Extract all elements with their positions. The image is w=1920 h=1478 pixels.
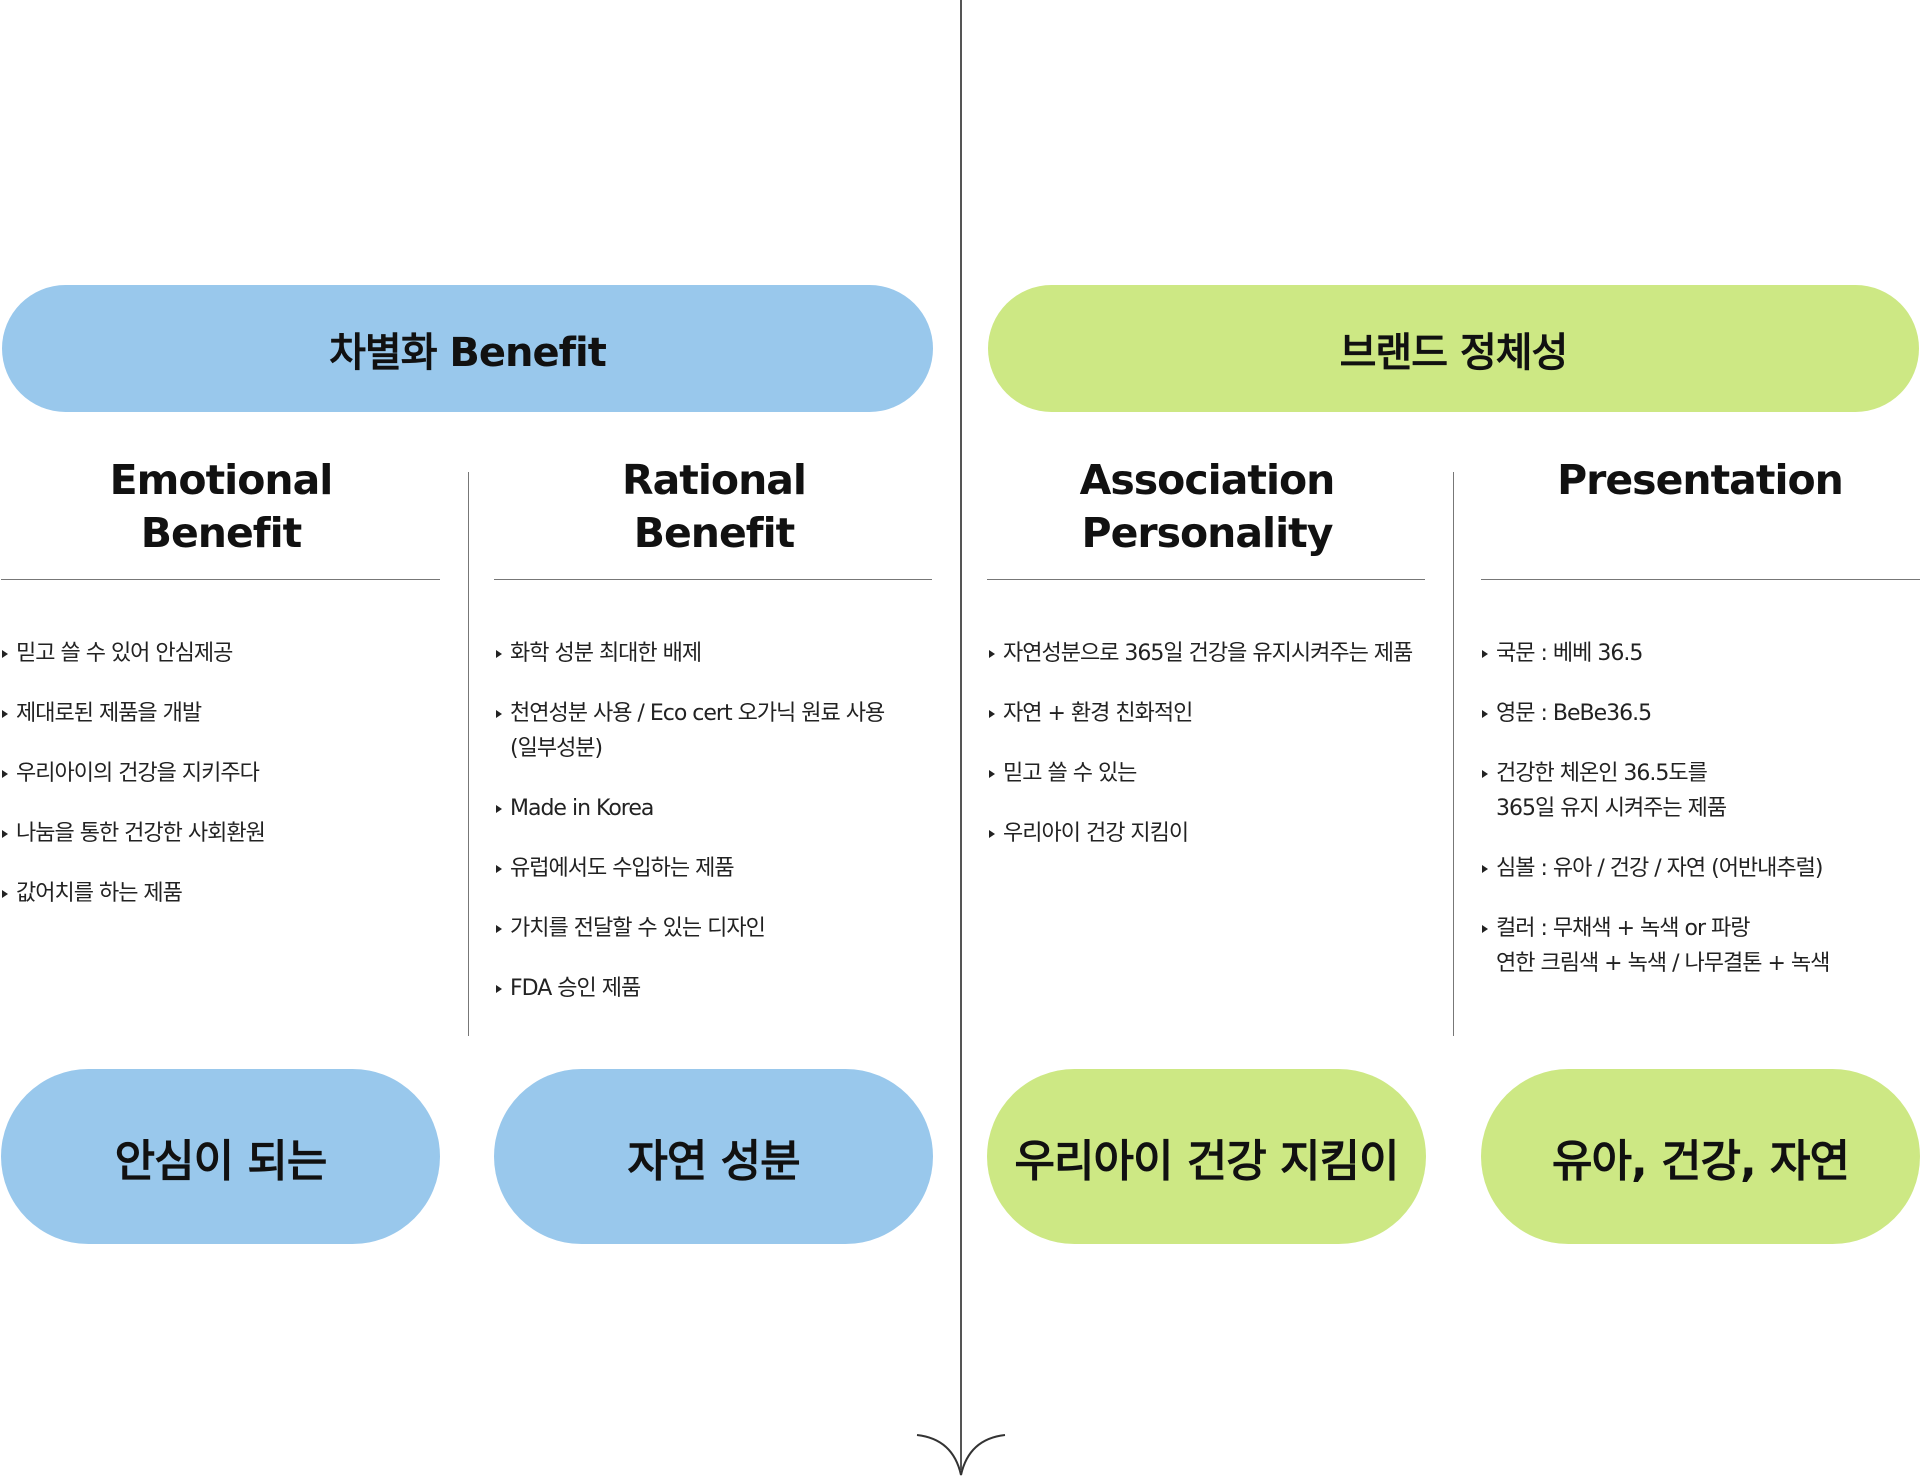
list-item: 심볼 : 유아 / 건강 / 자연 (어반내추럴) [1480, 851, 1910, 886]
list-item: 천연성분 사용 / Eco cert 오가닉 원료 사용 (일부성분) [494, 696, 934, 766]
bullet-icon [989, 830, 995, 838]
list-item: 국문 : 베베 36.5 [1480, 636, 1910, 671]
list-item: 화학 성분 최대한 배제 [494, 636, 934, 671]
differentiation-benefit-header: 차별화 Benefit [2, 285, 933, 412]
rational-benefit-list: 화학 성분 최대한 배제 천연성분 사용 / Eco cert 오가닉 원료 사… [494, 636, 934, 1031]
list-item: Made in Korea [494, 791, 934, 826]
list-item: 값어치를 하는 제품 [0, 876, 440, 911]
list-item: 믿고 쓸 수 있는 [987, 756, 1435, 791]
presentation-summary-pill: 유아, 건강, 자연 [1481, 1069, 1920, 1244]
bullet-icon [496, 865, 502, 873]
bullet-icon [496, 710, 502, 718]
association-personality-title: Association Personality [1079, 456, 1336, 557]
bullet-icon [2, 830, 8, 838]
presentation-title: Presentation [1557, 456, 1844, 504]
bullet-icon [989, 650, 995, 658]
emotional-benefit-list: 믿고 쓸 수 있어 안심제공 제대로된 제품을 개발 우리아이의 건강을 지키주… [0, 636, 440, 936]
bullet-icon [496, 650, 502, 658]
differentiation-benefit-title: 차별화 Benefit [329, 329, 607, 376]
bullet-icon [496, 805, 502, 813]
list-item: 나눔을 통한 건강한 사회환원 [0, 816, 440, 851]
brand-identity-header: 브랜드 정체성 [988, 285, 1919, 412]
emotional-summary-pill: 안심이 되는 [1, 1069, 440, 1244]
list-item: 영문 : BeBe36.5 [1480, 696, 1910, 731]
emotional-benefit-title: Emotional Benefit [109, 456, 334, 557]
list-item: 자연 + 환경 친화적인 [987, 696, 1435, 731]
vertical-divider-right [1453, 472, 1454, 1036]
list-item: FDA 승인 제품 [494, 971, 934, 1006]
bullet-icon [2, 650, 8, 658]
rational-benefit-title: Rational Benefit [622, 456, 807, 557]
emotional-summary-label: 안심이 되는 [114, 1135, 328, 1187]
bullet-icon [989, 710, 995, 718]
down-arrow-icon [916, 1434, 1006, 1476]
presentation-summary-label: 유아, 건강, 자연 [1552, 1135, 1850, 1187]
bullet-icon [2, 890, 8, 898]
list-item: 가치를 전달할 수 있는 디자인 [494, 911, 934, 946]
bullet-icon [989, 770, 995, 778]
list-item: 건강한 체온인 36.5도를 365일 유지 시켜주는 제품 [1480, 756, 1910, 826]
bullet-icon [1482, 925, 1488, 933]
bullet-icon [1482, 650, 1488, 658]
center-divider [960, 0, 962, 1470]
bullet-icon [2, 710, 8, 718]
rational-summary-label: 자연 성분 [627, 1135, 800, 1187]
bullet-icon [1482, 865, 1488, 873]
column-divider-presentation [1481, 579, 1920, 580]
bullet-icon [1482, 710, 1488, 718]
column-divider-emotional [1, 579, 440, 580]
column-divider-rational [494, 579, 932, 580]
bullet-icon [496, 925, 502, 933]
brand-identity-title: 브랜드 정체성 [1339, 329, 1569, 376]
bullet-icon [496, 985, 502, 993]
list-item: 제대로된 제품을 개발 [0, 696, 440, 731]
list-item: 자연성분으로 365일 건강을 유지시켜주는 제품 [987, 636, 1435, 671]
bullet-icon [2, 770, 8, 778]
bullet-icon [1482, 770, 1488, 778]
list-item: 믿고 쓸 수 있어 안심제공 [0, 636, 440, 671]
list-item: 컬러 : 무채색 + 녹색 or 파랑 연한 크림색 + 녹색 / 나무결톤 +… [1480, 911, 1910, 981]
rational-summary-pill: 자연 성분 [494, 1069, 933, 1244]
association-personality-list: 자연성분으로 365일 건강을 유지시켜주는 제품 자연 + 환경 친화적인 믿… [987, 636, 1435, 876]
list-item: 유럽에서도 수입하는 제품 [494, 851, 934, 886]
column-divider-association [987, 579, 1425, 580]
list-item: 우리아이의 건강을 지키주다 [0, 756, 440, 791]
list-item: 우리아이 건강 지킴이 [987, 816, 1435, 851]
vertical-divider-left [468, 472, 469, 1036]
association-summary-pill: 우리아이 건강 지킴이 [987, 1069, 1426, 1244]
association-summary-label: 우리아이 건강 지킴이 [1014, 1135, 1400, 1187]
presentation-list: 국문 : 베베 36.5 영문 : BeBe36.5 건강한 체온인 36.5도… [1480, 636, 1910, 1006]
